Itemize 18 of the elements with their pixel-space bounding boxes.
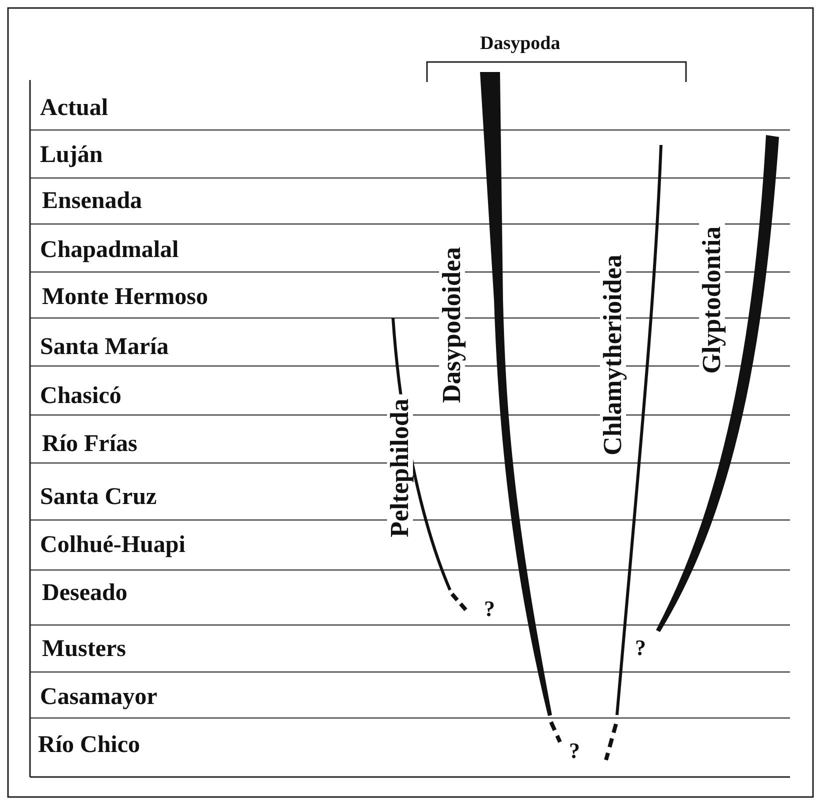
stage-label: Ensenada	[42, 189, 142, 213]
stage-label: Chasicó	[40, 384, 122, 408]
question-mark: ?	[484, 598, 495, 620]
stage-label: Casamayor	[40, 685, 158, 709]
stage-label: Actual	[40, 96, 108, 120]
stage-label: Río Chico	[38, 733, 140, 757]
stage-label: Deseado	[42, 581, 128, 605]
stage-label: Colhué-Huapi	[40, 533, 186, 557]
stage-label: Santa María	[40, 335, 169, 359]
stage-label: Musters	[42, 637, 126, 661]
stage-label: Chapadmalal	[40, 238, 179, 262]
stage-label: Monte Hermoso	[42, 285, 208, 309]
stage-label: Luján	[40, 143, 103, 167]
question-mark: ?	[569, 740, 580, 762]
stage-label: Santa Cruz	[40, 485, 157, 509]
clade-label: Dasypoda	[480, 34, 560, 53]
question-mark: ?	[635, 637, 646, 659]
stage-label: Río Frías	[42, 432, 138, 456]
